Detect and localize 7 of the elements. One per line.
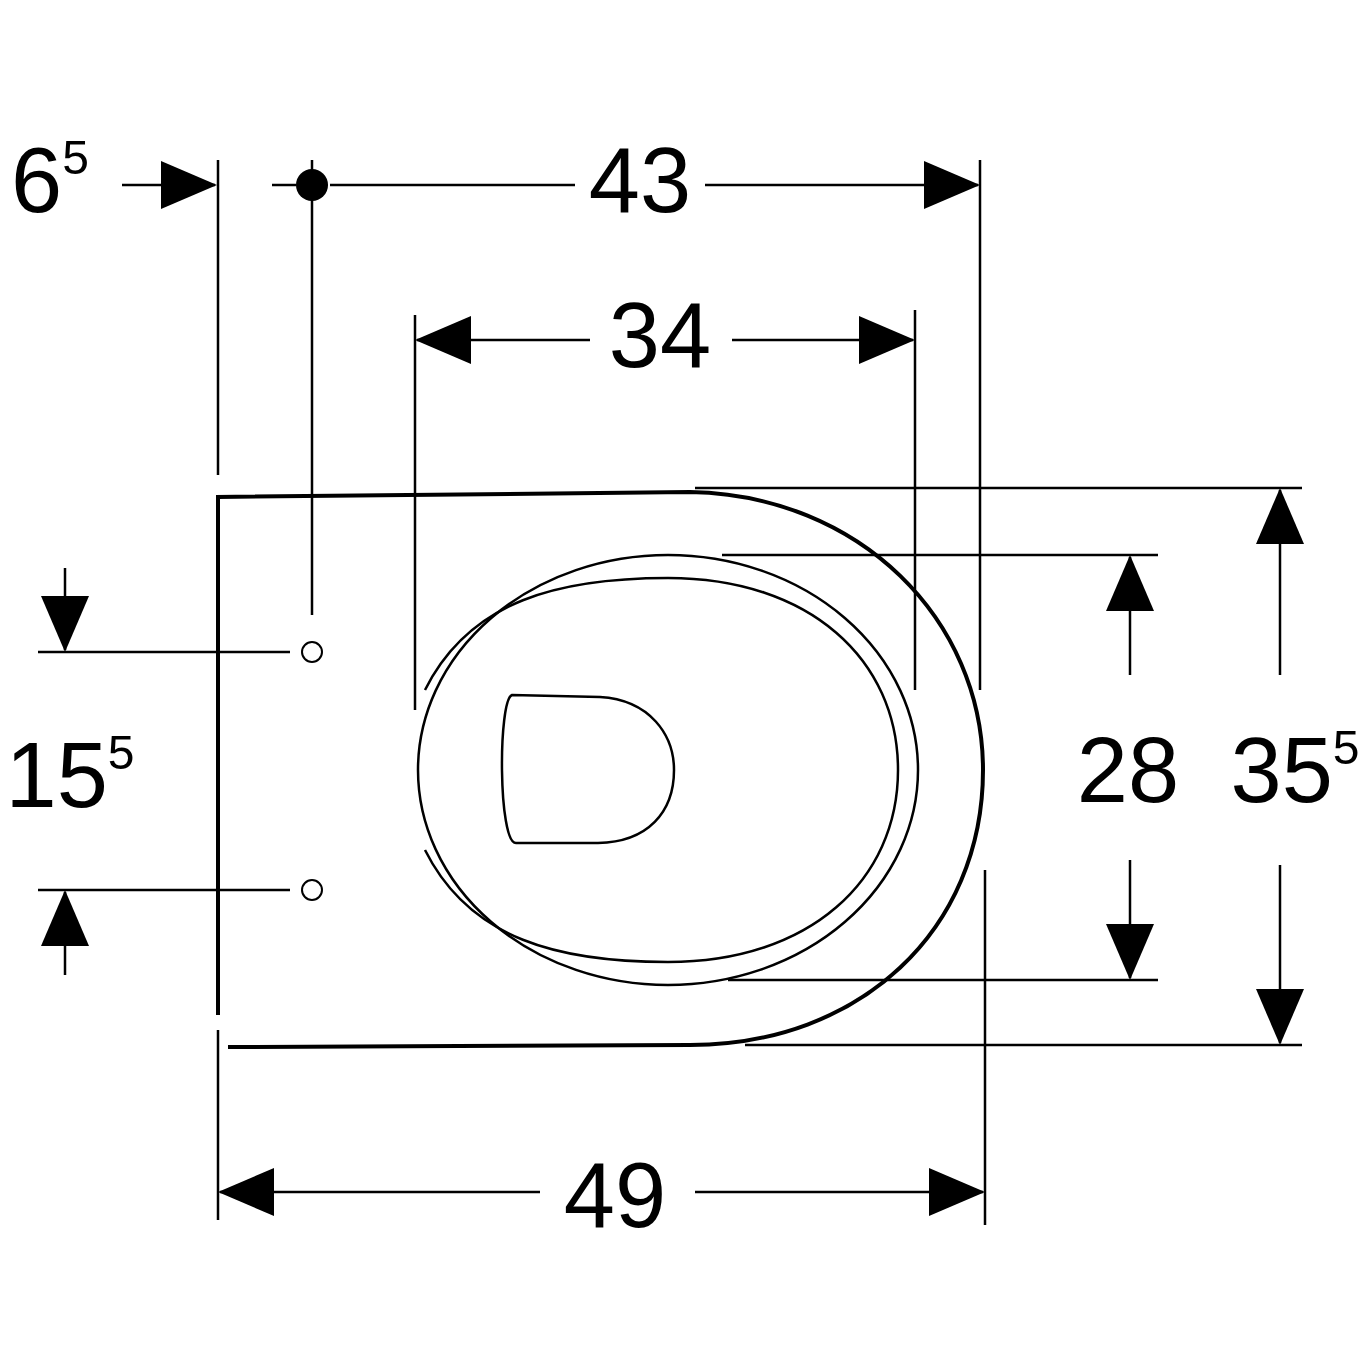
dimension-value: 43 — [588, 134, 692, 226]
dimension-value: 28 — [1076, 724, 1180, 816]
dimension-value: 6$^{5}$ — [11, 134, 89, 226]
dimension-value: 34 — [608, 289, 712, 381]
dimension-value: 49 — [563, 1149, 667, 1241]
dimension-value: 15$^{5}$ — [5, 729, 135, 821]
dimension-value: 35$^{5}$ — [1230, 724, 1360, 816]
